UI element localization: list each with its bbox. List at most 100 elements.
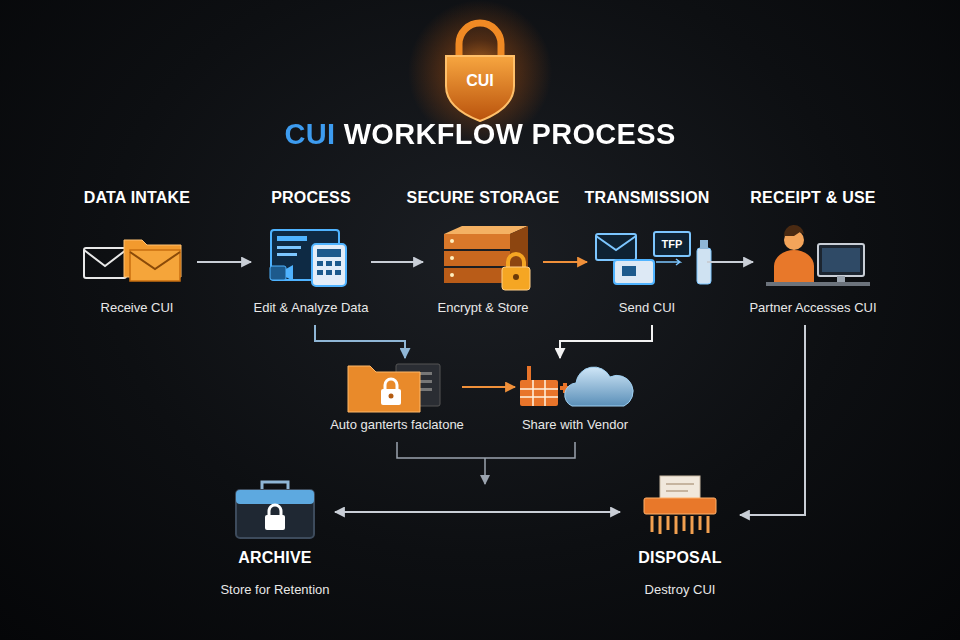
process-icon <box>270 230 346 286</box>
partner-icon <box>774 250 814 282</box>
transmission-icon <box>596 232 711 284</box>
transmission-icon <box>622 266 636 276</box>
flow-arrow <box>197 261 251 263</box>
cui-lock-emblem <box>446 56 514 121</box>
partner-icon <box>822 248 860 272</box>
vendor-share-icon <box>520 380 558 406</box>
stage-node: ARCHIVE Store for Retention <box>215 478 335 600</box>
process-icon <box>277 236 307 241</box>
stage-caption: Encrypt & Store <box>437 300 528 316</box>
server-icon <box>444 226 530 290</box>
server-icon <box>513 274 519 280</box>
transmission-icon <box>654 232 690 256</box>
process-icon <box>317 270 323 275</box>
process-icon <box>270 266 286 280</box>
merge-connector <box>484 458 486 484</box>
stage-caption: Destroy CUI <box>645 582 716 598</box>
process-icon <box>317 261 323 266</box>
merge-connector <box>397 442 575 458</box>
archive-briefcase-icon <box>265 515 285 530</box>
diagram-title: CUI WORKFLOW PROCESS <box>284 118 675 151</box>
flow-arrow <box>462 386 515 388</box>
process-icon <box>286 265 293 281</box>
vendor-share-icon <box>527 366 531 380</box>
flow-arrow <box>315 325 405 358</box>
stage-heading: ARCHIVE <box>238 548 311 567</box>
vendor-share-icon <box>565 367 633 406</box>
partner-icon <box>784 225 804 236</box>
stage-caption: Partner Accesses CUI <box>749 300 876 316</box>
shredder-icon <box>652 516 708 534</box>
partner-icon <box>766 225 870 286</box>
process-icon <box>335 270 341 275</box>
folder-lock-icon <box>381 389 401 405</box>
folder-lock-icon <box>348 364 440 412</box>
flow-arrow <box>543 261 587 263</box>
intake-icon <box>84 250 126 266</box>
stage-node: DISPOSAL Destroy CUI <box>620 478 740 600</box>
transmission-icon <box>614 260 654 284</box>
stage-heading: TRANSMISSION <box>584 188 709 207</box>
stage-caption: Receive CUI <box>101 300 174 316</box>
transmission-icon <box>596 236 636 250</box>
shredder-icon <box>644 476 716 534</box>
intake-icon <box>130 252 180 269</box>
process-icon <box>317 249 341 257</box>
transmission-icon <box>596 234 636 260</box>
flow-arrow <box>707 261 753 263</box>
server-icon <box>508 254 524 268</box>
stage-heading: DISPOSAL <box>638 548 721 567</box>
emblem-text: CUI <box>466 72 494 90</box>
stage-caption: Share with Vendor <box>522 417 628 433</box>
icon-text: TFP <box>662 238 683 250</box>
process-icon <box>277 253 297 256</box>
stage-node: DATA INTAKEReceive CUI <box>77 188 197 325</box>
stage-caption: Auto ganterts faclatone <box>330 417 464 433</box>
transmission-icon <box>656 259 680 265</box>
folder-lock-icon <box>348 366 420 412</box>
stage-heading: PROCESS <box>271 188 351 207</box>
stage-node: Auto ganterts faclatone <box>332 358 462 438</box>
partner-icon <box>837 276 845 282</box>
server-icon <box>450 256 454 260</box>
shredder-icon <box>666 484 694 491</box>
process-icon <box>312 244 346 286</box>
stage-caption: Send CUI <box>619 300 675 316</box>
stage-caption: Store for Retention <box>220 582 329 598</box>
stage-node: PROCESS Edit & Analyze Data <box>251 188 371 325</box>
archive-briefcase-icon <box>236 490 314 504</box>
stage-heading: RECEIPT & USE <box>750 188 875 207</box>
process-icon <box>326 261 332 266</box>
server-icon <box>444 268 510 283</box>
process-icon <box>335 261 341 266</box>
stage-node: TRANSMISSION Send CUI <box>587 188 707 325</box>
vendor-share-icon <box>520 366 633 406</box>
intake-icon <box>84 240 181 281</box>
archive-briefcase-icon <box>262 482 288 490</box>
partner-icon <box>766 282 870 286</box>
transmission-icon <box>700 240 708 249</box>
transmission-icon <box>697 248 711 284</box>
merge-connector <box>397 442 575 484</box>
stage-caption: Edit & Analyze Data <box>254 300 369 316</box>
stage-heading: SECURE STORAGE <box>407 188 560 207</box>
cui-lock-emblem <box>459 23 501 58</box>
intake-icon <box>130 250 180 281</box>
shredder-icon <box>660 476 700 500</box>
process-icon <box>277 246 301 249</box>
shredder-icon <box>644 498 716 514</box>
server-icon <box>502 267 530 290</box>
archive-briefcase-icon <box>236 490 314 538</box>
flow-arrow <box>740 325 805 515</box>
folder-lock-icon <box>385 379 397 390</box>
partner-icon <box>818 244 864 276</box>
stage-node: SECURE STORAGEEncrypt & Store <box>423 188 543 325</box>
archive-briefcase-icon <box>236 482 314 538</box>
folder-lock-icon <box>389 394 394 399</box>
server-icon <box>444 234 510 249</box>
stage-node: RECEIPT & USEPartner Accesses CUI <box>753 188 873 325</box>
